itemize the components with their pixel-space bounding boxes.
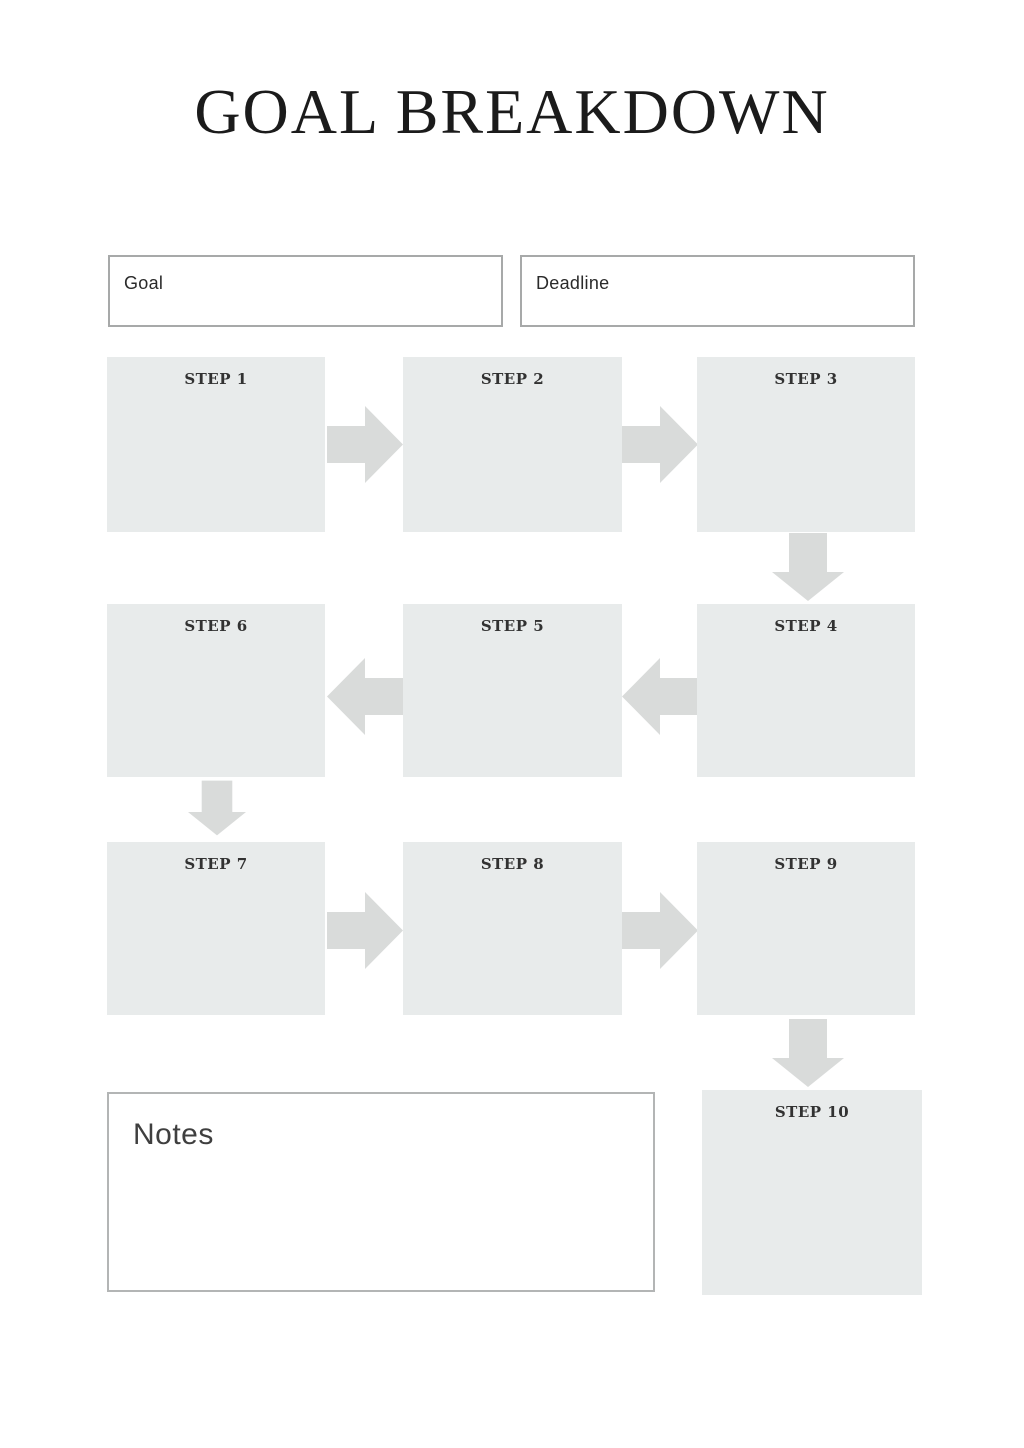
step-label-10: STEP 10 (774, 1103, 850, 1121)
notes-area[interactable]: Notes (107, 1092, 655, 1292)
step-label-6: STEP 6 (184, 617, 248, 635)
step-label-4: STEP 4 (774, 617, 838, 635)
step-box-10[interactable]: STEP 10 (702, 1090, 922, 1295)
step-label-1: STEP 1 (184, 370, 248, 388)
deadline-field[interactable]: Deadline (520, 255, 915, 327)
arrow-down-icon (772, 1019, 844, 1087)
goal-field[interactable]: Goal (108, 255, 503, 327)
arrow-down-icon (188, 780, 246, 836)
step-label-5: STEP 5 (480, 617, 545, 635)
arrow-down-icon (772, 533, 844, 601)
page-title: GOAL BREAKDOWN (194, 76, 830, 147)
step-box-8[interactable]: STEP 8 (403, 842, 622, 1015)
step-box-9[interactable]: STEP 9 (697, 842, 915, 1015)
step-label-2: STEP 2 (480, 370, 545, 388)
step-box-4[interactable]: STEP 4 (697, 604, 915, 777)
arrow-left-icon (622, 658, 698, 735)
arrow-right-icon (622, 406, 698, 483)
deadline-field-label: Deadline (536, 273, 610, 293)
goal-field-label: Goal (124, 273, 164, 293)
step-box-7[interactable]: STEP 7 (107, 842, 325, 1015)
arrow-right-icon (327, 406, 403, 483)
step-label-3: STEP 3 (774, 370, 838, 388)
step-label-9: STEP 9 (774, 855, 838, 873)
step-box-2[interactable]: STEP 2 (403, 357, 622, 532)
step-box-5[interactable]: STEP 5 (403, 604, 622, 777)
step-box-6[interactable]: STEP 6 (107, 604, 325, 777)
arrow-left-icon (327, 658, 403, 735)
step-label-8: STEP 8 (480, 855, 545, 873)
step-box-1[interactable]: STEP 1 (107, 357, 325, 532)
step-box-3[interactable]: STEP 3 (697, 357, 915, 532)
notes-label: Notes (133, 1118, 214, 1151)
arrow-right-icon (327, 892, 403, 969)
step-label-7: STEP 7 (184, 855, 248, 873)
arrow-right-icon (622, 892, 698, 969)
